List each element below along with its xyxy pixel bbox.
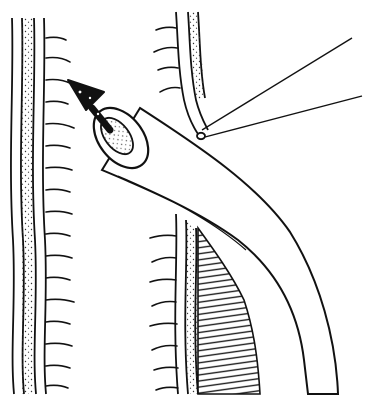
- right-mucosal-folds-lower: [150, 235, 178, 390]
- left-wall-stipple: [22, 18, 34, 394]
- left-mucosal-folds: [46, 37, 74, 388]
- right-wall-lower-stipple: [186, 220, 198, 394]
- right-mucosal-folds-upper: [154, 27, 180, 92]
- leader-lines: [202, 38, 362, 137]
- tube-marker: [197, 133, 205, 139]
- direction-arrow: [68, 80, 110, 130]
- muscle-layer: [198, 228, 260, 394]
